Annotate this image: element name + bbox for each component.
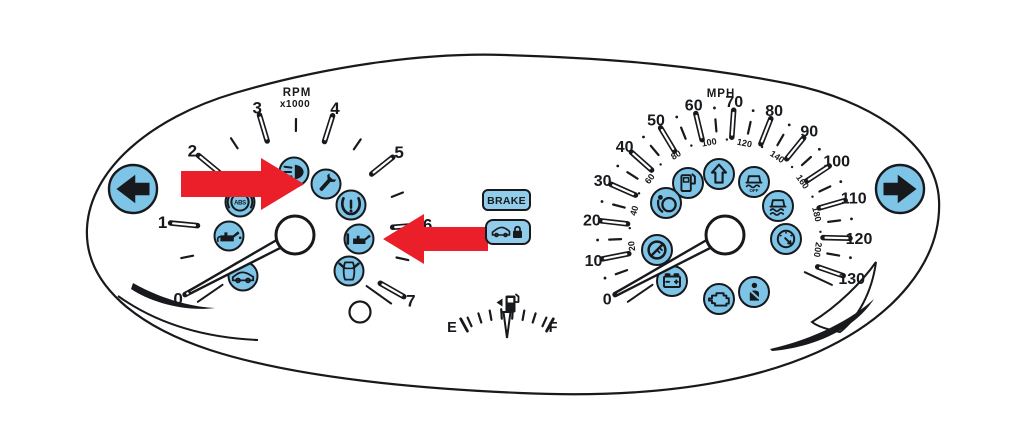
gauge-tick-label: 50 (647, 113, 665, 130)
gauge-tick-label: 6 (423, 216, 432, 235)
wrench-icon (310, 168, 342, 200)
kmh-tick-label: 100 (701, 136, 718, 148)
gauge-tick-label: 80 (765, 103, 783, 120)
tachometer-dial: 0 1 2 3 4 5 6 7 (158, 98, 432, 310)
fuel-gauge: E F (447, 293, 558, 339)
left-arrow-button (107, 163, 159, 215)
traction-off-icon: OFF (738, 166, 770, 198)
shift-up-icon (703, 158, 735, 190)
tachometer-needle (187, 214, 316, 295)
gauge-tick-label: 2 (188, 141, 197, 160)
gauge-tick-label: 3 (252, 98, 261, 117)
security-indicator (485, 219, 531, 245)
tire-pressure-icon (335, 189, 367, 221)
tachometer-subtitle: x1000 (280, 99, 310, 110)
gauge-tick-label: 120 (846, 231, 873, 248)
vehicle-lock-icon (491, 225, 522, 238)
kmh-tick-label: 200 (812, 241, 824, 257)
tachometer-corner-flourish (131, 283, 215, 309)
svg-text:ABS: ABS (234, 200, 246, 206)
brake-indicator: BRAKE (482, 189, 531, 211)
kmh-tick-label: 20 (626, 241, 637, 252)
fuel-gauge-scale (461, 309, 555, 333)
gauge-tick-label: 70 (725, 94, 743, 111)
callout-arrow-headlight (181, 158, 304, 210)
gauge-tick-label: 20 (583, 212, 601, 229)
seatbelt-icon (738, 276, 770, 308)
kmh-tick-label: 180 (810, 206, 823, 223)
gauge-tick-label: 30 (594, 173, 612, 190)
left-arrow-icon (116, 174, 150, 204)
gauge-tick-label: 0 (603, 292, 612, 309)
gauge-tick-label: 40 (616, 139, 634, 156)
kmh-tick-label: 120 (736, 137, 753, 150)
speedometer-warning-icons: OFF (641, 158, 802, 315)
tachometer-corner-line (117, 295, 259, 341)
speedometer-corner-flourish (770, 299, 874, 351)
cruise-icon (770, 223, 802, 255)
gauge-tick-label: 4 (330, 99, 340, 118)
oil-level-icon (343, 223, 375, 255)
kmh-tick-label: 80 (669, 148, 683, 162)
speedometer-corner-sail (810, 261, 877, 334)
speedometer-title: MPH (707, 88, 736, 100)
gauge-tick-label: 5 (394, 143, 403, 162)
fuel-icon (672, 167, 704, 199)
airbag-icon (650, 187, 682, 219)
gauge-tick-label: 0 (173, 289, 182, 308)
svg-text:OFF: OFF (749, 188, 758, 193)
cluster-outline (85, 53, 941, 396)
check-engine-icon (703, 283, 735, 315)
fuel-gauge-needle (502, 311, 512, 339)
doors-open-icon (333, 255, 365, 287)
right-arrow-button (874, 163, 926, 215)
fuel-pump-icon (496, 293, 520, 313)
gauge-tick-label: 7 (406, 291, 415, 310)
security-icon (641, 234, 673, 266)
stability-control-icon (762, 190, 794, 222)
kmh-tick-label: 60 (643, 172, 657, 186)
fuel-full-label: F (549, 320, 558, 336)
callout-arrow-oil-level (383, 214, 488, 264)
tachometer-title: RPM (283, 87, 312, 99)
oil-pressure-icon (213, 220, 245, 252)
gauge-tick-label: 1 (158, 213, 167, 232)
gauge-tick-label: 60 (685, 97, 703, 114)
trip-reset-button (348, 300, 372, 324)
fuel-empty-label: E (447, 320, 457, 336)
gauge-tick-label: 10 (585, 253, 603, 270)
gauge-tick-label: 90 (800, 124, 818, 141)
right-arrow-icon (883, 174, 917, 204)
brake-indicator-label: BRAKE (487, 195, 526, 207)
gauge-tick-label: 100 (823, 154, 850, 171)
kmh-tick-label: 160 (794, 173, 811, 191)
kmh-tick-label: 40 (628, 205, 640, 217)
speedometer-needle (614, 214, 746, 297)
gauge-tick-label: 110 (841, 191, 867, 208)
kmh-tick-label: 140 (768, 148, 786, 165)
